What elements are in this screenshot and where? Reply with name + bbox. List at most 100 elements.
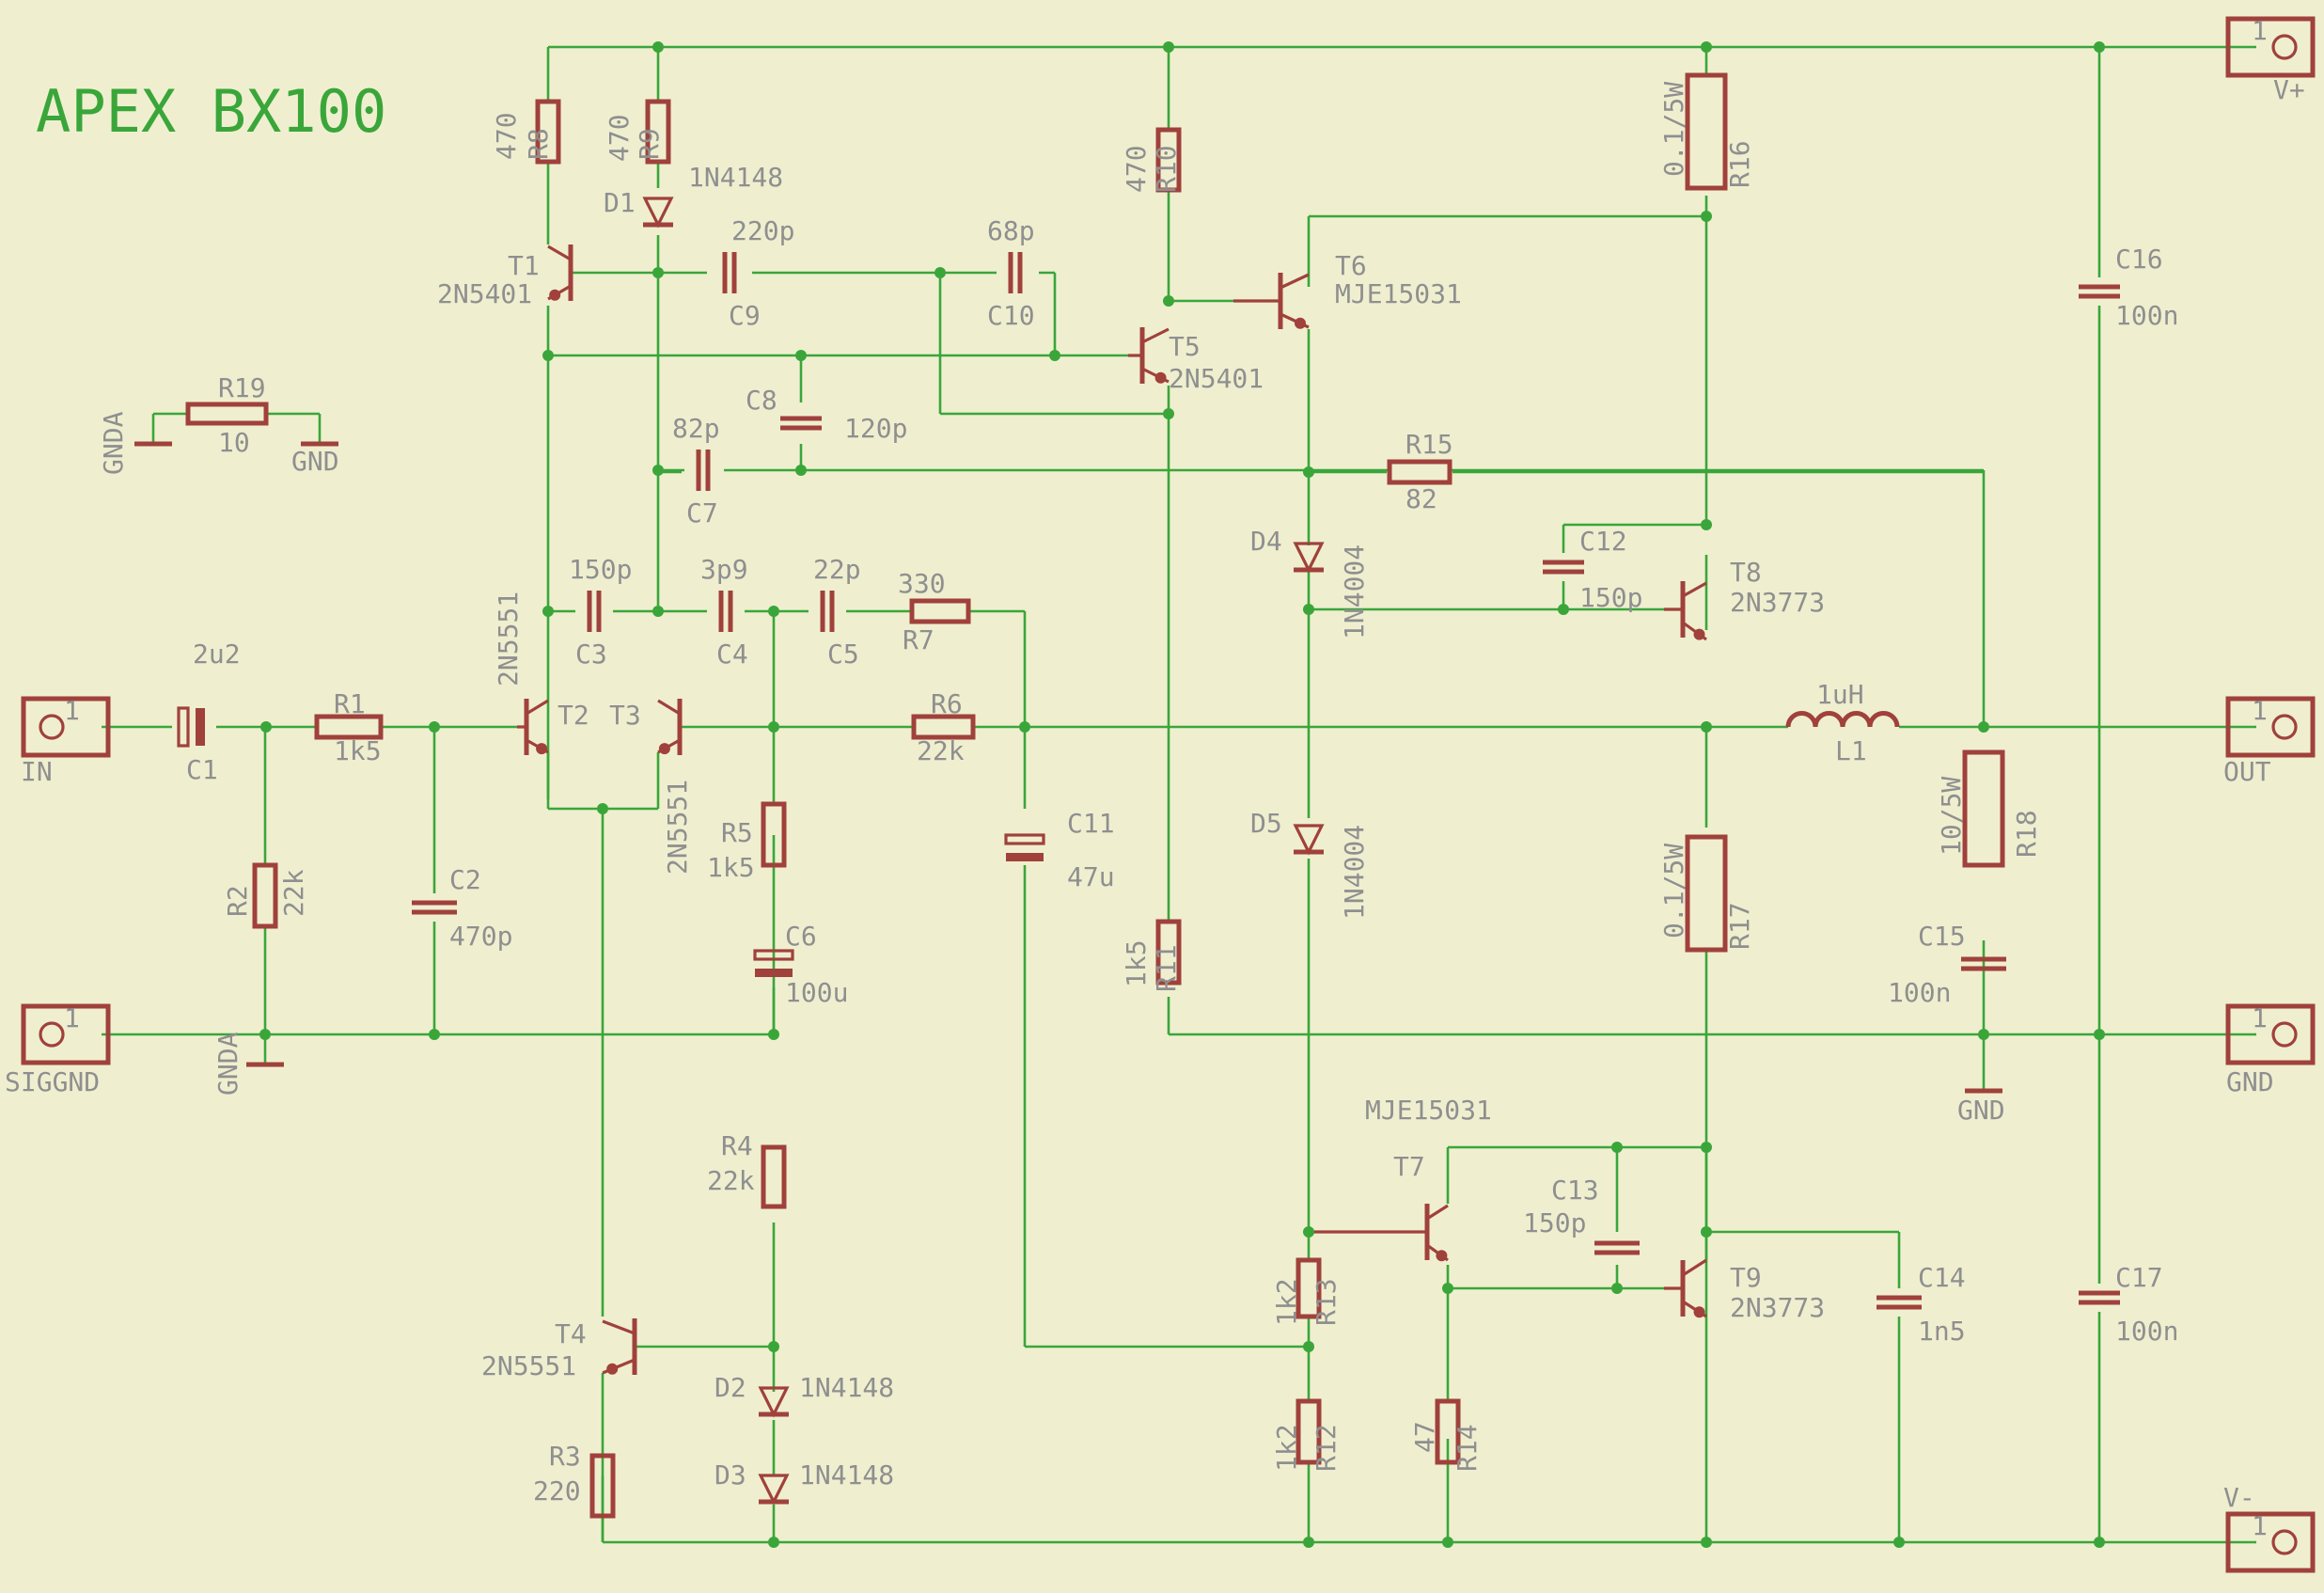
l1-value: 1uH xyxy=(1816,679,1864,710)
C13-capacitor xyxy=(1594,1240,1640,1255)
junction-dot xyxy=(795,350,807,361)
transistor-lead xyxy=(1426,1204,1449,1221)
connector-pin xyxy=(2271,1021,2298,1048)
junction-dot xyxy=(768,1029,779,1040)
r12-value: 1k2 xyxy=(1271,1424,1302,1472)
connector-pin xyxy=(2271,34,2298,60)
junction-dot xyxy=(768,606,779,617)
connector-vplus xyxy=(2225,16,2316,78)
d3-ref: D3 xyxy=(714,1459,746,1490)
c3-value: 150p xyxy=(569,554,632,585)
transistor-arrow xyxy=(1693,628,1705,640)
c9-ref: C9 xyxy=(729,300,761,331)
diode-triangle xyxy=(758,1386,790,1418)
R8-resistor xyxy=(535,99,561,165)
resistor-body xyxy=(185,402,269,426)
d1-value: 1N4148 xyxy=(688,162,783,193)
resistor-body xyxy=(1685,72,1728,191)
r6-ref: R6 xyxy=(931,688,963,719)
T2-transistor xyxy=(517,699,549,755)
c5-value: 22p xyxy=(813,554,861,585)
junction-dot xyxy=(1701,1226,1712,1238)
R11-resistor xyxy=(1155,919,1182,986)
r15-value: 82 xyxy=(1405,483,1437,514)
in-pin: 1 xyxy=(64,695,80,726)
c11-value: 47u xyxy=(1067,861,1115,892)
c4-ref: C4 xyxy=(716,639,748,670)
inductor-coil xyxy=(1813,711,1845,728)
c15-ref: C15 xyxy=(1918,921,1966,952)
junction-dot xyxy=(652,606,664,617)
junction-dot xyxy=(2094,1029,2105,1040)
r11-value: 1k5 xyxy=(1121,939,1152,987)
R15-resistor xyxy=(1387,459,1452,485)
junction-dot xyxy=(1163,295,1174,307)
resistor-body xyxy=(1155,127,1182,193)
connector-pin xyxy=(2271,714,2298,740)
r19-value: 10 xyxy=(218,427,250,458)
C14-capacitor xyxy=(1876,1295,1922,1310)
c2-value: 470p xyxy=(449,921,512,952)
c10-ref: C10 xyxy=(987,300,1035,331)
out-label: OUT xyxy=(2223,756,2271,787)
junction-dot xyxy=(2094,1537,2105,1548)
transistor-lead xyxy=(1682,581,1707,598)
c11-ref: C11 xyxy=(1067,808,1115,839)
transistor-arrow xyxy=(1436,1250,1448,1262)
connector-out xyxy=(2225,696,2316,758)
vplus-label: V+ xyxy=(2273,74,2305,105)
r13-value: 1k2 xyxy=(1271,1278,1302,1326)
c13-ref: C13 xyxy=(1551,1175,1599,1206)
c10-value: 68p xyxy=(987,215,1035,246)
junction-dot xyxy=(1163,41,1174,53)
junction-dot xyxy=(542,350,554,361)
c17-ref: C17 xyxy=(2115,1262,2163,1293)
transistor-arrow xyxy=(1154,371,1167,384)
in-label: IN xyxy=(21,756,53,787)
gnda-label: GNDA xyxy=(98,411,129,475)
ecap-plate xyxy=(196,708,205,746)
r10-value: 470 xyxy=(1121,145,1152,193)
transistor-arrow xyxy=(658,743,670,755)
connector-pin xyxy=(39,714,65,740)
junction-dot xyxy=(1893,1537,1905,1548)
ecap-plate xyxy=(177,706,190,748)
D2-diode xyxy=(758,1386,790,1418)
d4-value: 1N4004 xyxy=(1339,544,1370,639)
C10-capacitor xyxy=(1008,252,1023,293)
r17-value: 0.1/5W xyxy=(1658,844,1689,938)
junction-dot xyxy=(1049,350,1060,361)
D4-diode xyxy=(1293,542,1325,574)
d1-ref: D1 xyxy=(604,187,636,218)
C6-capacitor xyxy=(753,949,794,977)
R7-resistor xyxy=(909,598,971,624)
r14-value: 47 xyxy=(1409,1421,1440,1453)
r8-value: 470 xyxy=(491,112,522,160)
L1-inductor xyxy=(1785,711,1900,728)
C4-capacitor xyxy=(718,591,733,632)
c5-ref: C5 xyxy=(827,639,859,670)
connector-body xyxy=(21,1003,111,1065)
connector-in xyxy=(21,696,111,758)
resistor-body xyxy=(761,801,787,868)
connector-body xyxy=(2225,696,2316,758)
d5-ref: D5 xyxy=(1250,808,1282,839)
t8-ref: T8 xyxy=(1730,557,1762,588)
transistor-lead xyxy=(547,244,572,261)
c6-value: 100u xyxy=(785,977,848,1008)
resistor-body xyxy=(911,714,976,740)
c12-ref: C12 xyxy=(1579,526,1627,557)
C12-capacitor xyxy=(1543,560,1584,575)
T4-transistor xyxy=(602,1318,637,1375)
junction-dot xyxy=(1611,1283,1623,1294)
r18-ref: R18 xyxy=(2011,810,2042,858)
T5-transistor xyxy=(1128,327,1170,384)
c14-value: 1n5 xyxy=(1918,1316,1966,1347)
C7-capacitor xyxy=(696,450,711,491)
vminus-label: V- xyxy=(2223,1482,2255,1513)
resistor-body xyxy=(314,714,384,740)
gnd-label: GND xyxy=(2226,1066,2274,1097)
junction-dot xyxy=(652,267,664,278)
c6-ref: C6 xyxy=(785,921,817,952)
C11-capacitor xyxy=(1004,833,1045,861)
